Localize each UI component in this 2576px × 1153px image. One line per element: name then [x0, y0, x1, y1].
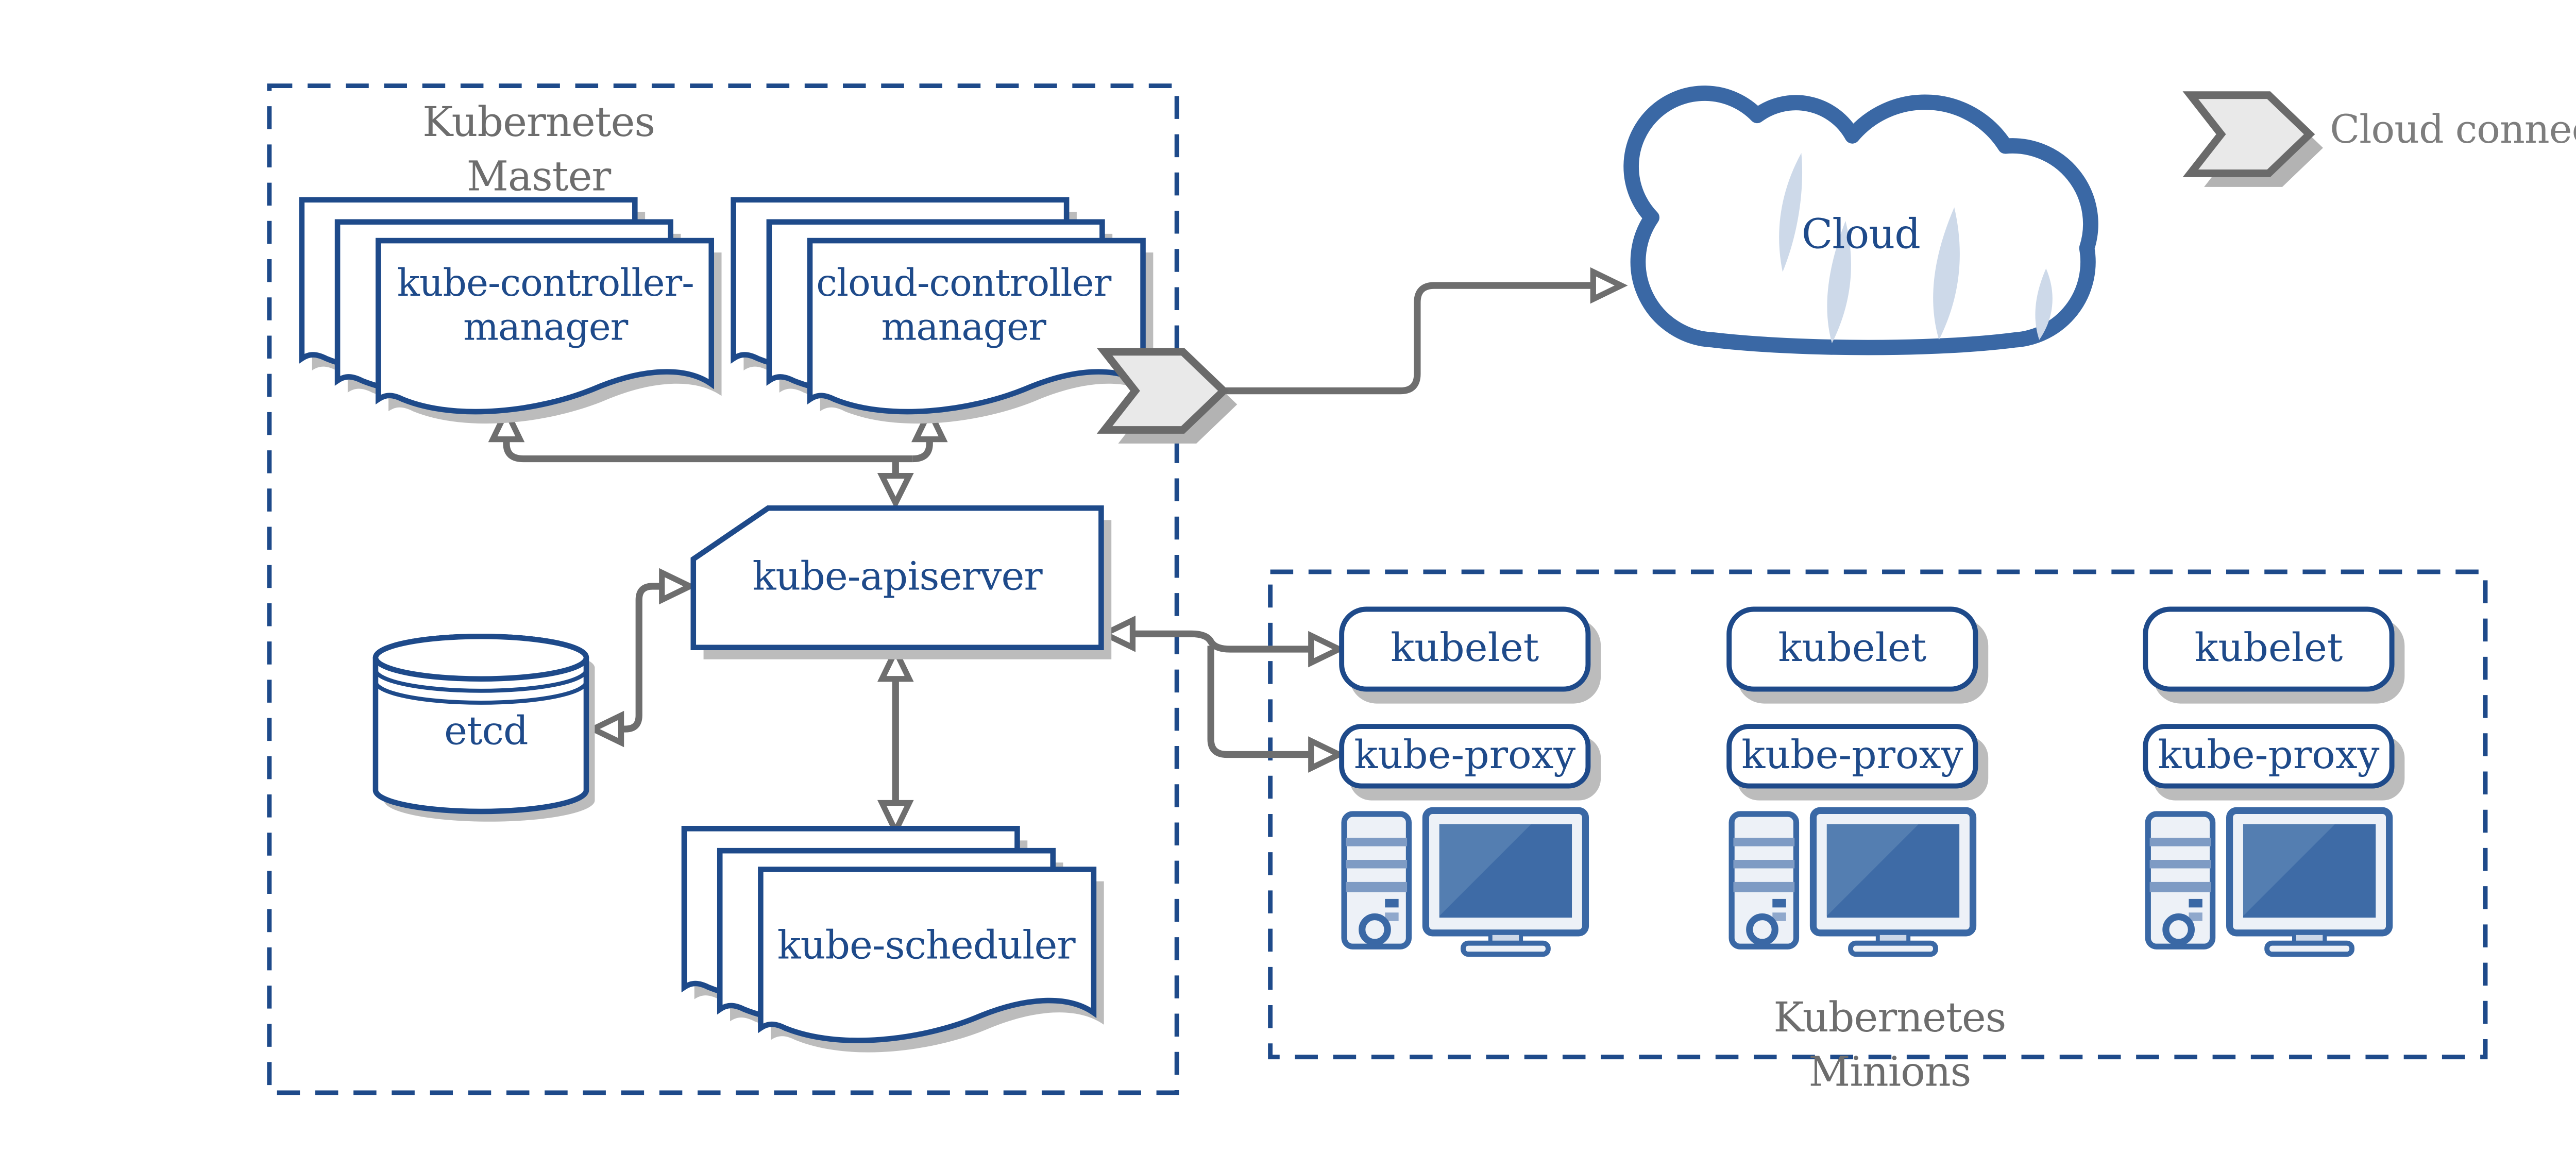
- master-title-line1: Kubernetes: [422, 98, 655, 146]
- kubelet-box-1: kubelet: [1339, 606, 1591, 692]
- etcd-label: etcd: [444, 710, 528, 755]
- cloud-controller-manager-line2: manager: [881, 308, 1046, 350]
- kube-proxy-box-1: kube-proxy: [1339, 724, 1591, 789]
- arrowhead-left-into-etcd: [586, 710, 624, 748]
- cloud-icon: [1623, 86, 2098, 355]
- desktop-computer-icon: [2145, 807, 2393, 957]
- minions-zone-title: Kubernetes Minions: [1686, 991, 2094, 1099]
- arrow-chevron-to-cloud: [1210, 282, 1608, 395]
- kube-controller-manager-label: kube-controller- manager: [377, 263, 714, 352]
- minions-title-line1: Kubernetes: [1773, 994, 2006, 1042]
- multi-document-icon: [731, 197, 1154, 424]
- kube-apiserver-label: kube-apiserver: [752, 555, 1042, 600]
- arrowhead-up-kube-controller: [488, 404, 525, 443]
- kube-proxy-label-2: kube-proxy: [1741, 733, 1963, 778]
- minions-title-line2: Minions: [1808, 1048, 1971, 1096]
- kube-proxy-box-2: kube-proxy: [1726, 724, 1978, 789]
- kube-controller-manager-line1: kube-controller-: [397, 263, 694, 306]
- kubelet-box-2: kubelet: [1726, 606, 1978, 692]
- kube-proxy-label-1: kube-proxy: [1354, 733, 1576, 778]
- arrowhead-up-cloud-controller: [911, 404, 948, 443]
- arrowhead-right-into-cloud: [1590, 267, 1628, 304]
- arrow-apiserver-kubelet: [1131, 630, 1326, 653]
- cloud-controller-manager-line1: cloud-controller: [816, 263, 1111, 306]
- legend-label: Cloud connector: [2330, 109, 2576, 153]
- connector-lines: [503, 282, 1608, 824]
- master-title-line2: Master: [466, 152, 611, 201]
- arrowhead-up-apiserver-bottom: [877, 644, 914, 682]
- cloud-connector-chevron: [1096, 348, 1238, 444]
- cloud-controller-manager-shape: [731, 197, 1154, 424]
- kubelet-label-1: kubelet: [1391, 626, 1539, 671]
- legend-chevron: [2182, 91, 2324, 187]
- kubelet-label-2: kubelet: [1778, 626, 1927, 671]
- desktop-computer-icon: [1341, 807, 1589, 957]
- cloud-label: Cloud: [1801, 211, 1921, 259]
- kube-controller-manager-shape: [299, 197, 722, 424]
- kube-scheduler-shape: [681, 826, 1104, 1053]
- arrow-controllers-to-apiserver-left: [503, 438, 913, 463]
- minions-zone-border: [1268, 569, 2488, 1060]
- arrowheads: [488, 267, 1628, 838]
- arrow-apiserver-kubeproxy: [1207, 646, 1326, 758]
- multi-document-icon: [681, 826, 1104, 1053]
- etcd-shape: [372, 633, 595, 822]
- cloud-connector-icon: [2182, 91, 2315, 177]
- kube-controller-manager-line2: manager: [463, 308, 628, 350]
- kube-proxy-label-3: kube-proxy: [2158, 733, 2380, 778]
- cloud-highlight-crescents: [1779, 152, 2053, 344]
- kube-apiserver-shape: [690, 505, 1112, 659]
- arrowhead-right-into-apiserver-left: [659, 568, 697, 605]
- cylinder-ring-1: [374, 669, 588, 693]
- arrowhead-right-into-kubeproxy: [1308, 736, 1346, 773]
- arrowhead-left-into-apiserver-right: [1098, 615, 1136, 652]
- computer-icon-1: [1341, 807, 1589, 957]
- master-zone-title: Kubernetes Master: [335, 95, 743, 204]
- kubelet-box-3: kubelet: [2143, 606, 2395, 692]
- card-icon: [690, 505, 1104, 650]
- arrowhead-right-into-kubelet: [1308, 631, 1346, 668]
- kube-proxy-box-3: kube-proxy: [2143, 724, 2395, 789]
- arrow-controllers-to-apiserver-right: [912, 438, 933, 463]
- kube-scheduler-label: kube-scheduler: [777, 924, 1076, 969]
- desktop-computer-icon: [1728, 807, 1977, 957]
- computer-icon-2: [1728, 807, 1977, 957]
- chevron-icon: [1096, 348, 1229, 434]
- arrowhead-down-scheduler: [877, 800, 914, 838]
- cloud-shape: [1623, 86, 2098, 355]
- cylinder-top: [372, 633, 589, 682]
- cylinder-ring-2: [374, 681, 588, 705]
- cloud-controller-manager-label: cloud-controller manager: [802, 263, 1125, 352]
- computer-icon-3: [2145, 807, 2393, 957]
- multi-document-icon: [299, 197, 722, 424]
- arrow-apiserver-etcd: [613, 583, 663, 733]
- arrowhead-down-apiserver-top: [877, 472, 914, 510]
- kubelet-label-3: kubelet: [2194, 626, 2343, 671]
